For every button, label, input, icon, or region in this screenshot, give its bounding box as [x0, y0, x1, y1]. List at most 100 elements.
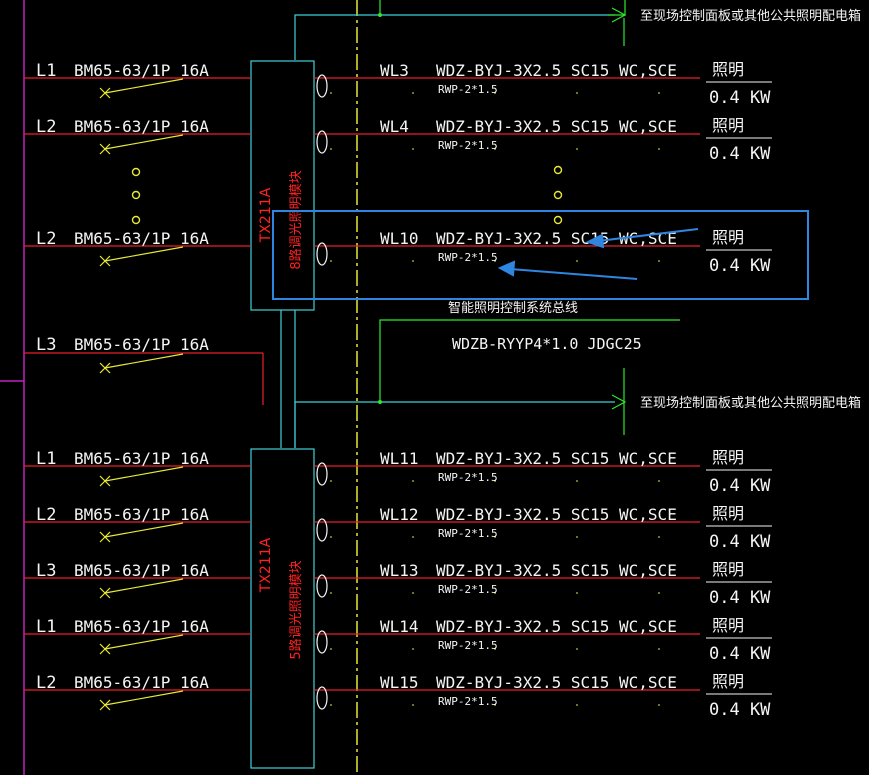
relay-contact-symbol	[316, 130, 328, 154]
phase-label: L2	[36, 505, 56, 525]
module1-model: TX211A	[258, 187, 274, 243]
control-cable-spec: RWP-2*1.5	[438, 695, 498, 708]
relay-contact-symbol	[316, 74, 328, 98]
continuation-dots	[131, 165, 563, 225]
breaker-switch	[99, 634, 184, 655]
relay-contact-symbol	[316, 462, 328, 486]
cable-spec: WDZ-BYJ-3X2.5 SC15 WC,SCE	[436, 117, 677, 136]
module2-bus-connection	[294, 401, 615, 448]
control-cable-spec: RWP-2*1.5	[438, 471, 498, 484]
breaker-label: BM65-63/1P 16A	[74, 61, 209, 80]
load-power: 0.4 KW	[709, 476, 771, 496]
load-power: 0.4 KW	[709, 700, 771, 720]
top-feed-label: 至现场控制面板或其他公共照明配电箱	[640, 8, 861, 24]
breaker-label: BM65-63/1P 16A	[74, 229, 209, 248]
load-power: 0.4 KW	[709, 588, 771, 608]
spare-breaker-switch	[99, 353, 184, 374]
phase-label: L3	[36, 561, 56, 581]
relay-contact-symbol	[316, 574, 328, 598]
breaker-switch	[99, 246, 184, 267]
load-type: 照明	[712, 228, 744, 247]
cable-spec: WDZ-BYJ-3X2.5 SC15 WC,SCE	[436, 61, 677, 80]
cable-spec: WDZ-BYJ-3X2.5 SC15 WC,SCE	[436, 561, 677, 580]
circuit-number: WL15	[380, 673, 419, 692]
dimming-module-1[interactable]	[250, 60, 315, 311]
cable-spec: WDZ-BYJ-3X2.5 SC15 WC,SCE	[436, 505, 677, 524]
cable-spec: WDZ-BYJ-3X2.5 SC15 WC,SCE	[436, 229, 677, 248]
breaker-switch	[99, 578, 184, 599]
breaker-switch	[99, 78, 184, 99]
relay-contact-symbol	[316, 242, 328, 266]
circuit-number: WL14	[380, 617, 419, 636]
breaker-switch	[99, 466, 184, 487]
control-cable-spec: RWP-2*1.5	[438, 139, 498, 152]
module1-description: 8路调光照明模块	[288, 170, 304, 269]
load-power: 0.4 KW	[709, 88, 771, 108]
circuit-row[interactable]: L1 BM65-63/1P 16A WL11 WDZ-BYJ-3X2.5 SC15 W…	[24, 448, 772, 496]
cable-spec: WDZ-BYJ-3X2.5 SC15 WC,SCE	[436, 617, 677, 636]
breaker-label: BM65-63/1P 16A	[74, 117, 209, 136]
breaker-switch	[99, 134, 184, 155]
load-power: 0.4 KW	[709, 144, 771, 164]
breaker-label: BM65-63/1P 16A	[74, 561, 209, 580]
feed-arrow-symbol	[608, 0, 626, 16]
phase-label: L2	[36, 673, 56, 693]
control-cable-spec: RWP-2*1.5	[438, 251, 498, 264]
load-type: 照明	[712, 60, 744, 79]
breaker-label: BM65-63/1P 16A	[74, 673, 209, 692]
load-type: 照明	[712, 504, 744, 523]
breaker-switch	[99, 690, 184, 711]
control-cable-spec: RWP-2*1.5	[438, 527, 498, 540]
phase-label: L1	[36, 449, 56, 469]
mid-feed-label: 至现场控制面板或其他公共照明配电箱	[640, 395, 861, 411]
module2-description: 5路调光照明模块	[288, 560, 304, 659]
circuit-row[interactable]: L3 BM65-63/1P 16A WL13 WDZ-BYJ-3X2.5 SC15 W…	[24, 560, 772, 608]
spare-phase: L3	[36, 335, 56, 355]
annotation-arrow	[497, 228, 699, 280]
circuit-number: WL13	[380, 561, 419, 580]
circuit-number: WL10	[380, 229, 419, 248]
circuit-row[interactable]: L2 BM65-63/1P 16A WL15 WDZ-BYJ-3X2.5 SC15 W…	[24, 672, 772, 720]
load-type: 照明	[712, 448, 744, 467]
relay-contact-symbol	[316, 630, 328, 654]
load-power: 0.4 KW	[709, 644, 771, 664]
phase-label: L2	[36, 229, 56, 249]
spare-breaker: BM65-63/1P 16A	[74, 335, 209, 354]
junction-dot	[378, 13, 382, 17]
load-power: 0.4 KW	[709, 532, 771, 552]
control-cable-spec: RWP-2*1.5	[438, 583, 498, 596]
control-cable-spec: RWP-2*1.5	[438, 83, 498, 96]
circuit-row[interactable]: L2 BM65-63/1P 16A WL10 WDZ-BYJ-3X2.5 SC15 W…	[24, 228, 772, 276]
relay-contact-symbol	[316, 518, 328, 542]
relay-contact-symbol	[316, 686, 328, 710]
breaker-label: BM65-63/1P 16A	[74, 505, 209, 524]
highlight-box[interactable]	[272, 210, 809, 300]
control-cable-spec: RWP-2*1.5	[438, 639, 498, 652]
breaker-label: BM65-63/1P 16A	[74, 449, 209, 468]
phase-label: L1	[36, 61, 56, 81]
control-bus-cable: WDZB-RYYP4*1.0 JDGC25	[452, 335, 642, 353]
junction-dot	[378, 400, 382, 404]
load-type: 照明	[712, 616, 744, 635]
load-type: 照明	[712, 116, 744, 135]
cable-spec: WDZ-BYJ-3X2.5 SC15 WC,SCE	[436, 673, 677, 692]
cable-spec: WDZ-BYJ-3X2.5 SC15 WC,SCE	[436, 449, 677, 468]
module1-bus-connection	[294, 14, 615, 60]
circuit-number: WL11	[380, 449, 419, 468]
circuit-row[interactable]: L1 BM65-63/1P 16A WL14 WDZ-BYJ-3X2.5 SC15 W…	[24, 616, 772, 664]
dimming-module-2[interactable]	[250, 448, 315, 769]
phase-label: L1	[36, 617, 56, 637]
circuit-number: WL4	[380, 117, 409, 136]
module2-model: TX211A	[258, 537, 274, 593]
circuit-row[interactable]: L1 BM65-63/1P 16A WL3 WDZ-BYJ-3X2.5 SC15 WC…	[24, 60, 772, 108]
load-type: 照明	[712, 672, 744, 691]
green-control-bus	[379, 319, 680, 402]
feed-arrow-symbol	[611, 7, 627, 23]
circuit-number: WL3	[380, 61, 409, 80]
feed-arrow-symbol	[611, 394, 627, 410]
load-type: 照明	[712, 560, 744, 579]
breaker-label: BM65-63/1P 16A	[74, 617, 209, 636]
